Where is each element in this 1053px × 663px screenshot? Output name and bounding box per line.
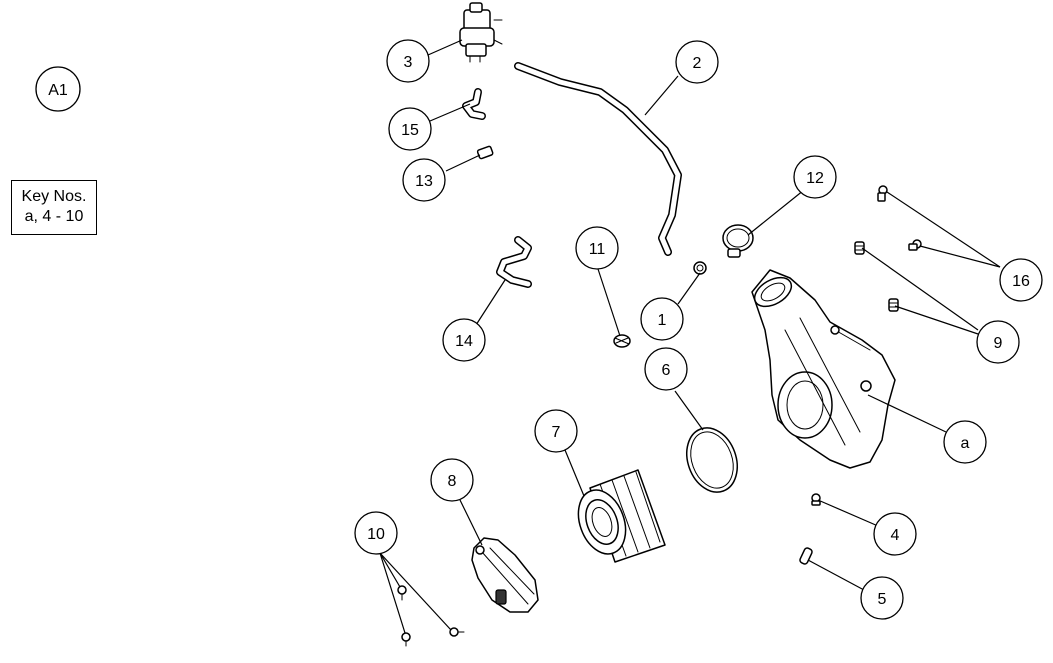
svg-text:7: 7 xyxy=(552,424,561,441)
part-2-tube xyxy=(514,62,682,256)
part-3-valve xyxy=(459,2,503,63)
svg-text:10: 10 xyxy=(367,526,385,543)
svg-text:a: a xyxy=(961,435,970,452)
callout-a: a xyxy=(943,420,987,464)
part-13-connector xyxy=(476,145,494,160)
callout-4: 4 xyxy=(873,512,917,556)
callout-2: 2 xyxy=(675,40,719,84)
callout-5: 5 xyxy=(860,576,904,620)
part-9-grommets xyxy=(854,241,899,312)
svg-text:13: 13 xyxy=(415,173,433,190)
part-7-filter xyxy=(577,469,666,563)
callout-1: 1 xyxy=(640,297,684,341)
svg-text:8: 8 xyxy=(448,473,457,490)
svg-text:12: 12 xyxy=(806,170,824,187)
part-14-hose xyxy=(496,236,532,288)
callout-3: 3 xyxy=(386,39,430,83)
part-11-clip xyxy=(613,334,631,348)
callout-7: 7 xyxy=(534,409,578,453)
callout-14: 14 xyxy=(442,318,486,362)
callout-8: 8 xyxy=(430,458,474,502)
svg-text:3: 3 xyxy=(404,54,413,71)
callout-16: 16 xyxy=(999,258,1043,302)
part-1-clamp xyxy=(693,261,707,275)
callout-10: 10 xyxy=(354,511,398,555)
svg-text:4: 4 xyxy=(891,527,900,544)
figure-label: A1 xyxy=(35,66,81,112)
svg-text:9: 9 xyxy=(994,335,1003,352)
part-8-cover xyxy=(471,537,539,613)
svg-text:5: 5 xyxy=(878,591,887,608)
callout-13: 13 xyxy=(402,158,446,202)
callout-12: 12 xyxy=(793,155,837,199)
part-12-clamp xyxy=(722,224,754,258)
svg-text:6: 6 xyxy=(662,362,671,379)
callout-6: 6 xyxy=(644,347,688,391)
callout-15: 15 xyxy=(388,107,432,151)
svg-text:1: 1 xyxy=(658,312,667,329)
part-6-o-ring xyxy=(686,427,738,493)
part-15-elbow xyxy=(462,88,486,120)
part-16-bolts xyxy=(877,185,922,251)
part-10-screws xyxy=(397,585,465,647)
key-numbers-line1: Key Nos. xyxy=(21,188,87,205)
svg-text:15: 15 xyxy=(401,122,419,139)
callout-11: 11 xyxy=(575,226,619,270)
part-a-housing xyxy=(751,269,896,469)
part-4-screw xyxy=(811,493,821,506)
svg-text:A1: A1 xyxy=(48,82,68,99)
svg-text:16: 16 xyxy=(1012,273,1030,290)
leader-lines xyxy=(379,39,1001,634)
callout-9: 9 xyxy=(976,320,1020,364)
svg-text:11: 11 xyxy=(589,241,606,258)
svg-text:2: 2 xyxy=(693,55,702,72)
svg-text:14: 14 xyxy=(455,333,473,350)
key-numbers-box: Key Nos. a, 4 - 10 xyxy=(11,180,97,235)
part-5-pin xyxy=(799,547,813,565)
key-numbers-line2: a, 4 - 10 xyxy=(24,208,84,225)
